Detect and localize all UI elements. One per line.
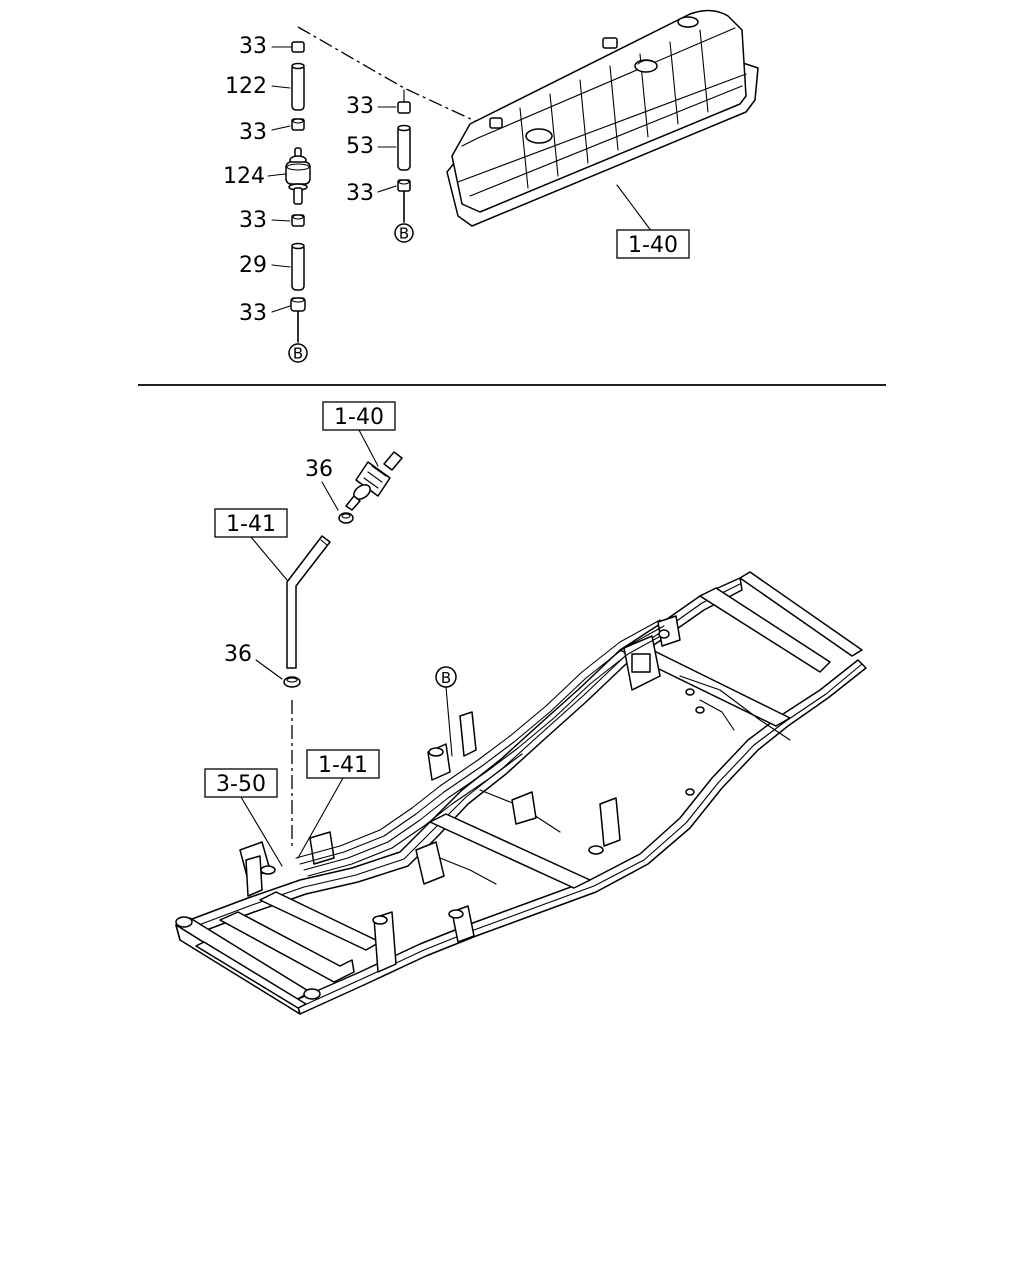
top-parts-group: B B 33 122 33 124 33 [223, 9, 759, 363]
ref-frame-pipe-label: 1-41 [318, 753, 368, 778]
clamp-33-b [291, 118, 305, 131]
ref-box-filter [322, 401, 396, 431]
clamp-33-e [397, 89, 411, 114]
clamp-33-a [285, 41, 305, 53]
hose-29 [291, 242, 305, 291]
clamp-33-d [290, 297, 306, 343]
ref-box-frame-pipe [306, 749, 380, 779]
hose-122 [291, 62, 305, 111]
tank-leader [616, 184, 653, 233]
callout-33-e: 33 [346, 94, 374, 119]
callout-36-top: 36 [305, 457, 333, 482]
ref-filter-label: 1-40 [334, 405, 384, 430]
callout-29: 29 [239, 253, 267, 278]
ref-box-tank [616, 229, 690, 259]
callout-33-c: 33 [239, 208, 267, 233]
connector-b-right: B [394, 223, 414, 243]
clamp-33-f [397, 179, 411, 223]
hose-to-tank-line [297, 26, 491, 129]
ref-frame-label: 3-50 [216, 772, 266, 797]
callout-33-a: 33 [239, 34, 267, 59]
connector-b-frame: B [435, 666, 457, 757]
callout-122: 122 [225, 74, 267, 99]
callout-33-f: 33 [346, 181, 374, 206]
ref-box-frame [204, 768, 278, 798]
connector-b-frame-label: B [441, 669, 451, 687]
bottom-parts-group: 1-40 36 1-41 36 [175, 401, 867, 1015]
clamp-33-c [291, 214, 305, 227]
chassis-frame [175, 571, 867, 1015]
connector-b-left-label: B [293, 345, 303, 363]
callout-124: 124 [223, 164, 265, 189]
callout-36-bottom: 36 [224, 642, 252, 667]
clamp-36-top [338, 512, 354, 524]
callout-53: 53 [346, 134, 374, 159]
callout-33-b: 33 [239, 120, 267, 145]
inline-fuel-filter [345, 451, 403, 511]
ref-tank-label: 1-40 [628, 233, 678, 258]
hose-53 [397, 124, 411, 171]
fuel-filter-124 [285, 147, 311, 205]
fuel-pipe [286, 535, 331, 669]
connector-b-right-label: B [399, 225, 409, 243]
ref-pipe-label: 1-41 [226, 512, 276, 537]
clamp-36-bottom [283, 676, 301, 688]
fuel-tank [446, 9, 759, 227]
connector-b-left: B [288, 343, 308, 363]
ref-box-pipe [214, 508, 288, 538]
callout-33-d: 33 [239, 301, 267, 326]
